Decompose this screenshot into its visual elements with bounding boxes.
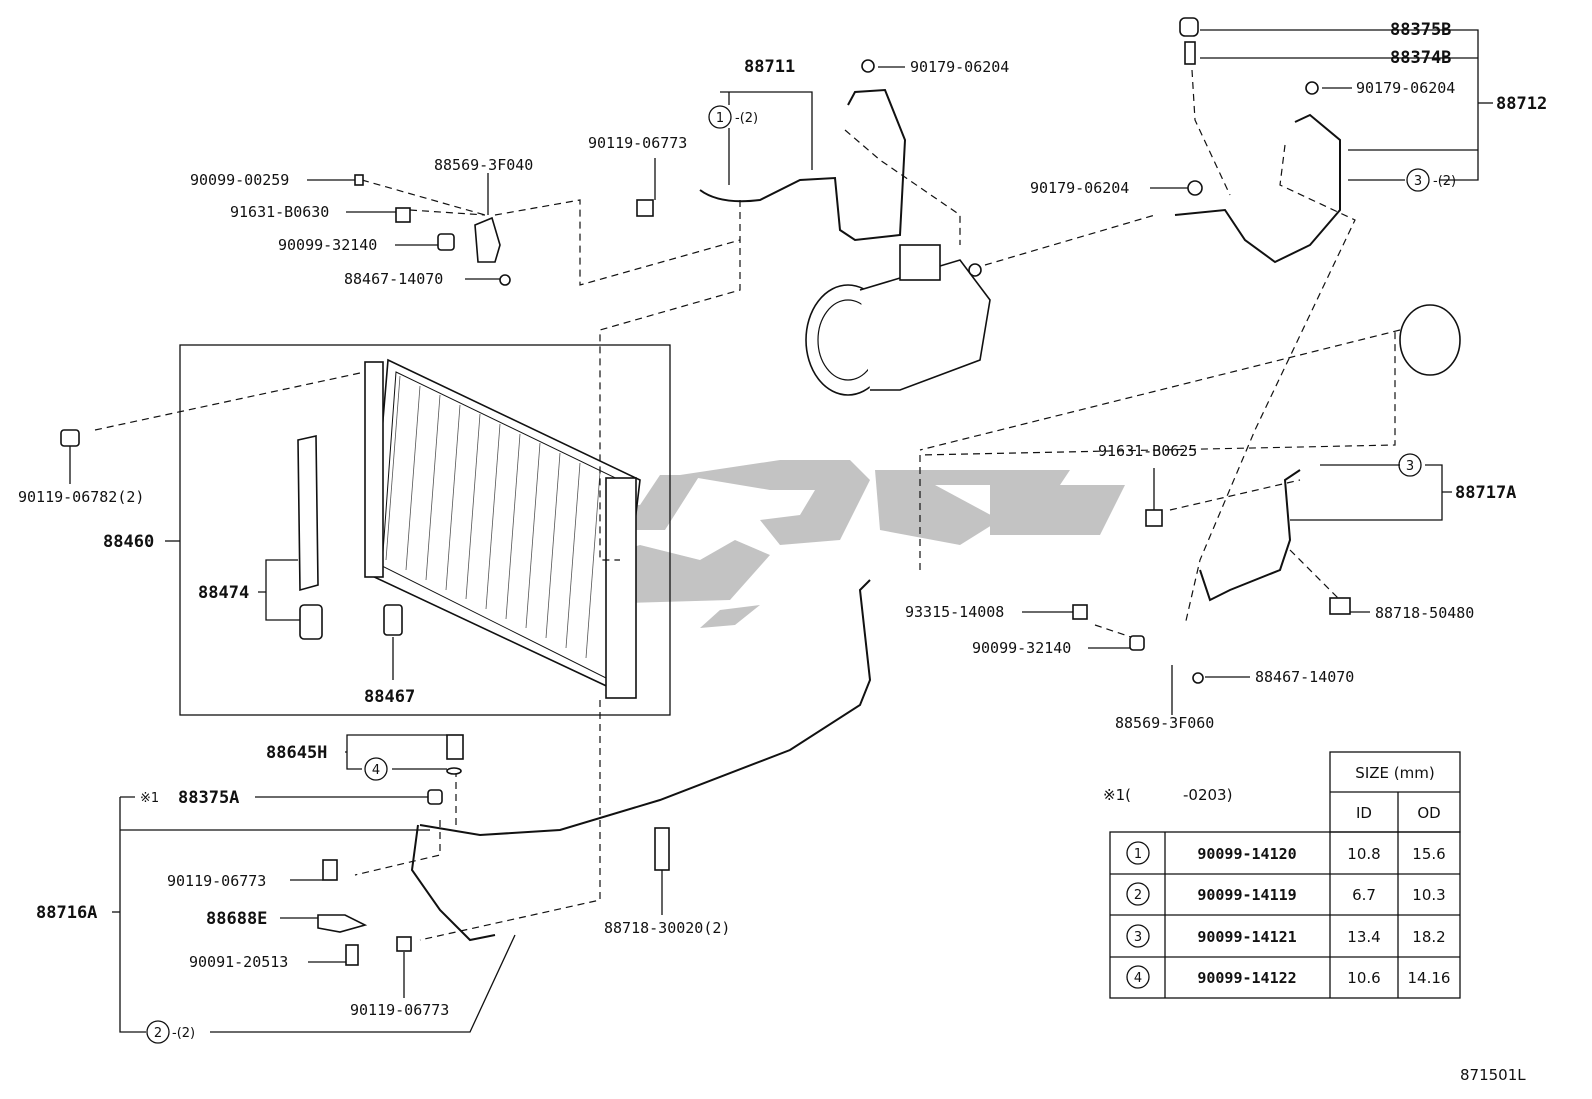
table-header-od: OD bbox=[1417, 804, 1440, 822]
circle-4 bbox=[364, 757, 388, 781]
table-row-2-part: 90099-14119 bbox=[1197, 886, 1296, 904]
table-row-1-num: 1 bbox=[1134, 847, 1142, 862]
label-90099-32140-a: 90099-32140 bbox=[278, 236, 377, 254]
label-88688E: 88688E bbox=[206, 909, 267, 929]
label-90091-20513: 90091-20513 bbox=[189, 953, 288, 971]
label-88467-14070-a: 88467-14070 bbox=[344, 270, 443, 288]
circle-1 bbox=[708, 105, 732, 129]
condenser-plug-part bbox=[383, 604, 403, 636]
table-row-1-od: 15.6 bbox=[1412, 845, 1445, 863]
label-88718-50480: 88718-50480 bbox=[1375, 604, 1474, 622]
label-91631-B0625: 91631-B0625 bbox=[1098, 442, 1197, 460]
label-88467-14070-b: 88467-14070 bbox=[1255, 668, 1354, 686]
label-88375B: 88375B bbox=[1390, 20, 1451, 40]
circle-3-top-number: 3 bbox=[1414, 174, 1422, 189]
label-90179-06204-b: 90179-06204 bbox=[1356, 79, 1455, 97]
label-88711: 88711 bbox=[744, 57, 795, 77]
circle-2-qty: -(2) bbox=[172, 1026, 195, 1041]
table-row-4-id: 10.6 bbox=[1347, 969, 1380, 987]
circle-3-top-qty: -(2) bbox=[1433, 174, 1456, 189]
table-row-2-od: 10.3 bbox=[1412, 886, 1445, 904]
callout-circles bbox=[146, 105, 1430, 1044]
label-88712: 88712 bbox=[1496, 94, 1547, 114]
pipe-88716A bbox=[419, 579, 872, 837]
label-90119-06773-top: 90119-06773 bbox=[588, 134, 687, 152]
label-90099-00259: 90099-00259 bbox=[190, 171, 289, 189]
label-88375A-mark: ※1 bbox=[140, 791, 159, 806]
label-90179-06204-c: 90179-06204 bbox=[1030, 179, 1129, 197]
label-88374B: 88374B bbox=[1390, 48, 1451, 68]
label-88716A: 88716A bbox=[36, 903, 97, 923]
dryer-cap-part bbox=[299, 604, 323, 640]
condenser-group-frame bbox=[179, 344, 671, 716]
circle-2 bbox=[146, 1020, 170, 1044]
pipe-88716A-lower bbox=[410, 824, 496, 942]
label-88645H: 88645H bbox=[266, 743, 327, 763]
table-row-2-num: 2 bbox=[1134, 888, 1142, 903]
table-header-size: SIZE (mm) bbox=[1355, 764, 1434, 782]
table-row-3-od: 18.2 bbox=[1412, 928, 1445, 946]
label-88569-3F040: 88569-3F040 bbox=[434, 156, 533, 174]
table-row-3-num: 3 bbox=[1134, 930, 1142, 945]
guide-lines bbox=[94, 69, 1401, 941]
circle-1-qty: -(2) bbox=[735, 111, 758, 126]
condenser-core bbox=[364, 358, 641, 699]
cooling-unit-part bbox=[1399, 304, 1461, 376]
circle-3-right bbox=[1398, 453, 1422, 477]
label-88467: 88467 bbox=[364, 687, 415, 707]
label-90099-32140-b: 90099-32140 bbox=[972, 639, 1071, 657]
label-90119-06782: 90119-06782(2) bbox=[18, 488, 144, 506]
hardware-parts bbox=[60, 17, 1351, 966]
hose-88711 bbox=[699, 88, 907, 242]
note-value: -0203) bbox=[1183, 786, 1232, 804]
table-row-4-part: 90099-14122 bbox=[1197, 969, 1296, 987]
diagram-code: 871501L bbox=[1460, 1066, 1526, 1084]
table-row-3-id: 13.4 bbox=[1347, 928, 1380, 946]
circle-4-number: 4 bbox=[372, 763, 380, 778]
label-90119-06773-mid: 90119-06773 bbox=[167, 872, 266, 890]
circle-1-number: 1 bbox=[716, 111, 724, 126]
circle-3-top bbox=[1406, 168, 1430, 192]
label-90179-06204-a: 90179-06204 bbox=[910, 58, 1009, 76]
compressor bbox=[805, 244, 991, 396]
table-row-1-id: 10.8 bbox=[1347, 845, 1380, 863]
label-91631-B0630: 91631-B0630 bbox=[230, 203, 329, 221]
circle-2-number: 2 bbox=[154, 1026, 162, 1041]
hose-88712 bbox=[1174, 113, 1341, 264]
table-row-1-part: 90099-14120 bbox=[1197, 845, 1296, 863]
pipe-88717A bbox=[1199, 469, 1301, 602]
label-88569-3F060: 88569-3F060 bbox=[1115, 714, 1214, 732]
table-row-4-od: 14.16 bbox=[1408, 969, 1451, 987]
table-header-id: ID bbox=[1356, 804, 1372, 822]
table-row-3-part: 90099-14121 bbox=[1197, 928, 1296, 946]
label-88718-30020: 88718-30020(2) bbox=[604, 919, 730, 937]
label-90119-06773-bot: 90119-06773 bbox=[350, 1001, 449, 1019]
note-mark: ※1( bbox=[1103, 786, 1131, 804]
circle-3-right-number: 3 bbox=[1406, 459, 1414, 474]
label-88474: 88474 bbox=[198, 583, 249, 603]
label-88375A: 88375A bbox=[178, 788, 239, 808]
label-88717A: 88717A bbox=[1455, 483, 1516, 503]
leader-lines bbox=[69, 29, 1493, 1033]
label-93315-14008: 93315-14008 bbox=[905, 603, 1004, 621]
dryer-filter-part bbox=[297, 435, 319, 592]
label-88460: 88460 bbox=[103, 532, 154, 552]
size-table bbox=[1109, 751, 1461, 999]
table-row-2-id: 6.7 bbox=[1352, 886, 1376, 904]
table-row-4-num: 4 bbox=[1134, 971, 1142, 986]
